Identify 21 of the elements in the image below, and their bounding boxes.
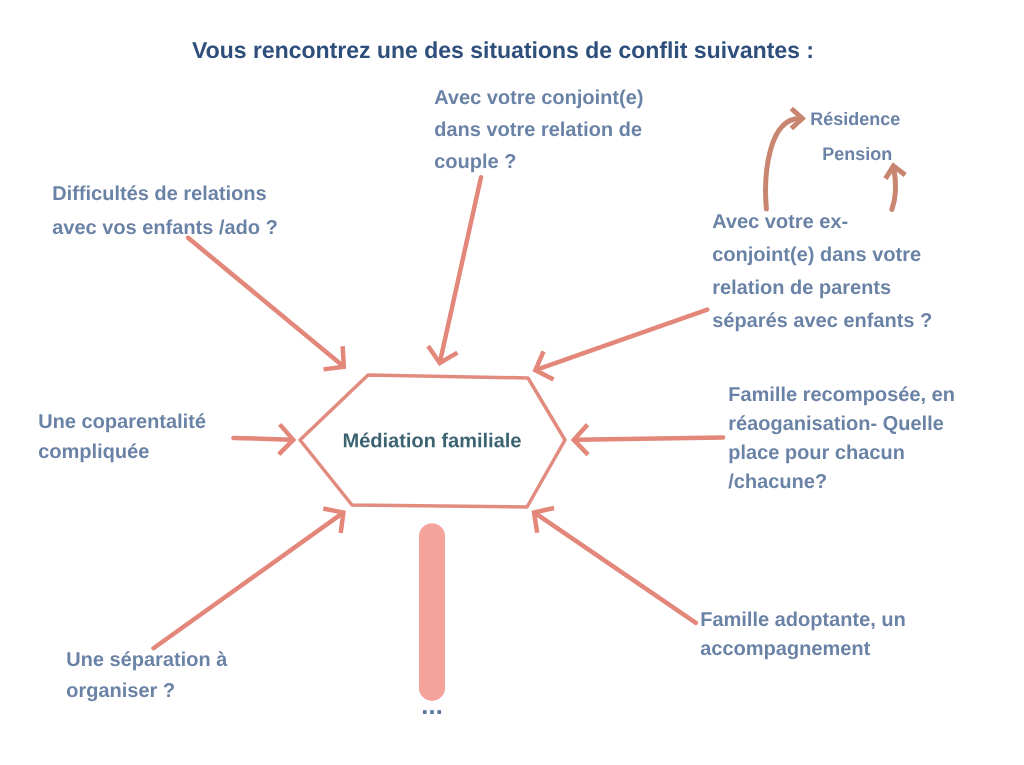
situation-text: Difficultés de relations avec vos enfants /ado ? [52,185,277,235]
situation-text: Avec votre ex-conjoint(e) dans votre relation de parents séparés avec enfants ? [712,214,932,332]
hexagon-box: Médiation familiale [298,373,567,509]
title: Vous rencontrez une des situations de conflit suivantes : [192,41,812,59]
situation-text: Une coparentalité compliquée [39,413,206,463]
ellipsis-text: ... [422,710,442,714]
topic-label: Pension [823,146,892,161]
situation-text: Famille recomposée, en réaoganisation- Quelle place pour chacun /chacune? [728,386,954,489]
topic-label: Résidence [811,111,900,126]
curved-arrow [883,162,907,212]
curved-arrow [763,106,806,212]
arrow [426,174,484,366]
arrow [532,307,710,382]
situation-text: Famille adoptante, un accompagnement [700,611,905,660]
situation-text: Avec votre conjoint(e) dans votre relation de couple ? [434,89,643,173]
arrow [185,235,347,372]
arrow [570,423,726,457]
situation-text: Une séparation à organiser ? [67,651,228,702]
arrow [531,505,699,626]
thick-bar [419,523,445,701]
arrow [151,506,346,651]
